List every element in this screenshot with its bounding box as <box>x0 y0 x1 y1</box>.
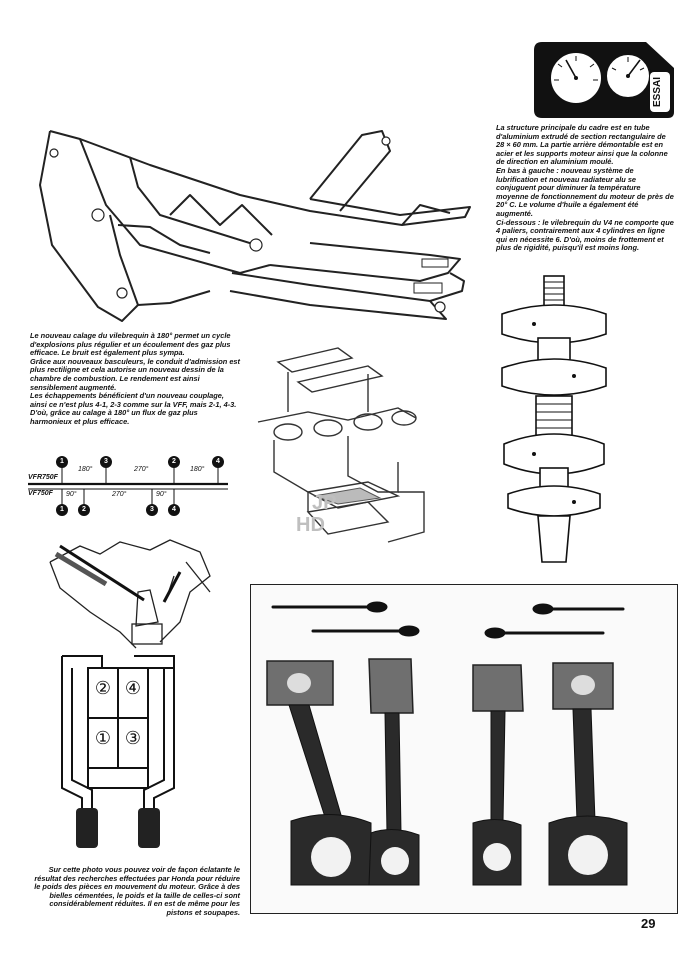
firing-marker-icon: 1 <box>56 504 68 516</box>
pistons-rods-illustration <box>266 601 628 886</box>
page-number: 29 <box>641 916 656 931</box>
essai-label: ESSAI <box>652 77 663 107</box>
essai-badge: ESSAI <box>534 42 674 118</box>
cylinder-cell-3: ③ <box>124 728 142 748</box>
row-label-vfr750f: VFR750F <box>28 474 58 481</box>
cylinder-cell-2: ② <box>94 678 112 698</box>
caption-pistons-rods: Sur cette photo vous pouvez voir de faço… <box>34 865 240 917</box>
cylinder-cell-4: ④ <box>124 678 142 698</box>
crankshaft-drawing <box>501 275 607 563</box>
exhaust-pipes <box>61 655 175 848</box>
frame-drawing <box>39 130 471 322</box>
marker-number: 1 <box>60 506 64 513</box>
watermark-line-1: JP <box>312 492 337 514</box>
watermark: JP HD <box>296 492 336 536</box>
firing-marker-icon: 1 <box>56 456 68 468</box>
cylinder-cell-1: ① <box>94 728 112 748</box>
marker-number: 1 <box>60 458 64 465</box>
angle-label: 270° <box>112 491 127 498</box>
firing-marker-icon: 4 <box>212 456 224 468</box>
firing-marker-icon: 3 <box>146 504 158 516</box>
exhaust-coupling-diagram: ② ④ ① ③ <box>48 648 188 848</box>
caption-frame-and-crankshaft: La structure principale du cadre est en … <box>496 123 674 253</box>
watermark-line-2: HD <box>296 514 325 536</box>
marker-number: 4 <box>172 506 176 513</box>
firing-marker-icon: 2 <box>78 504 90 516</box>
firing-marker-icon: 3 <box>100 456 112 468</box>
marker-number: 2 <box>82 506 86 513</box>
marker-number: 3 <box>150 506 154 513</box>
firing-order-lines <box>28 464 228 506</box>
angle-label: 180° <box>78 466 93 473</box>
pistons-rods-photo <box>250 584 678 914</box>
row-label-vf750f: VF750F <box>28 490 53 497</box>
marker-number: 4 <box>216 458 220 465</box>
angle-label: 90° <box>66 491 77 498</box>
intake-valve-drawing <box>49 539 211 649</box>
lubrication-diagram <box>257 347 425 543</box>
caption-crank-timing: Le nouveau calage du vilebrequin à 180° … <box>30 331 240 426</box>
firing-marker-icon: 4 <box>168 504 180 516</box>
angle-label: 180° <box>190 466 205 473</box>
firing-order-diagram: VFR750F VF750F 180° 270° 180° 90° 270° 9… <box>28 454 240 518</box>
firing-marker-icon: 2 <box>168 456 180 468</box>
angle-label: 90° <box>156 491 167 498</box>
marker-number: 3 <box>104 458 108 465</box>
angle-label: 270° <box>134 466 149 473</box>
marker-number: 2 <box>172 458 176 465</box>
